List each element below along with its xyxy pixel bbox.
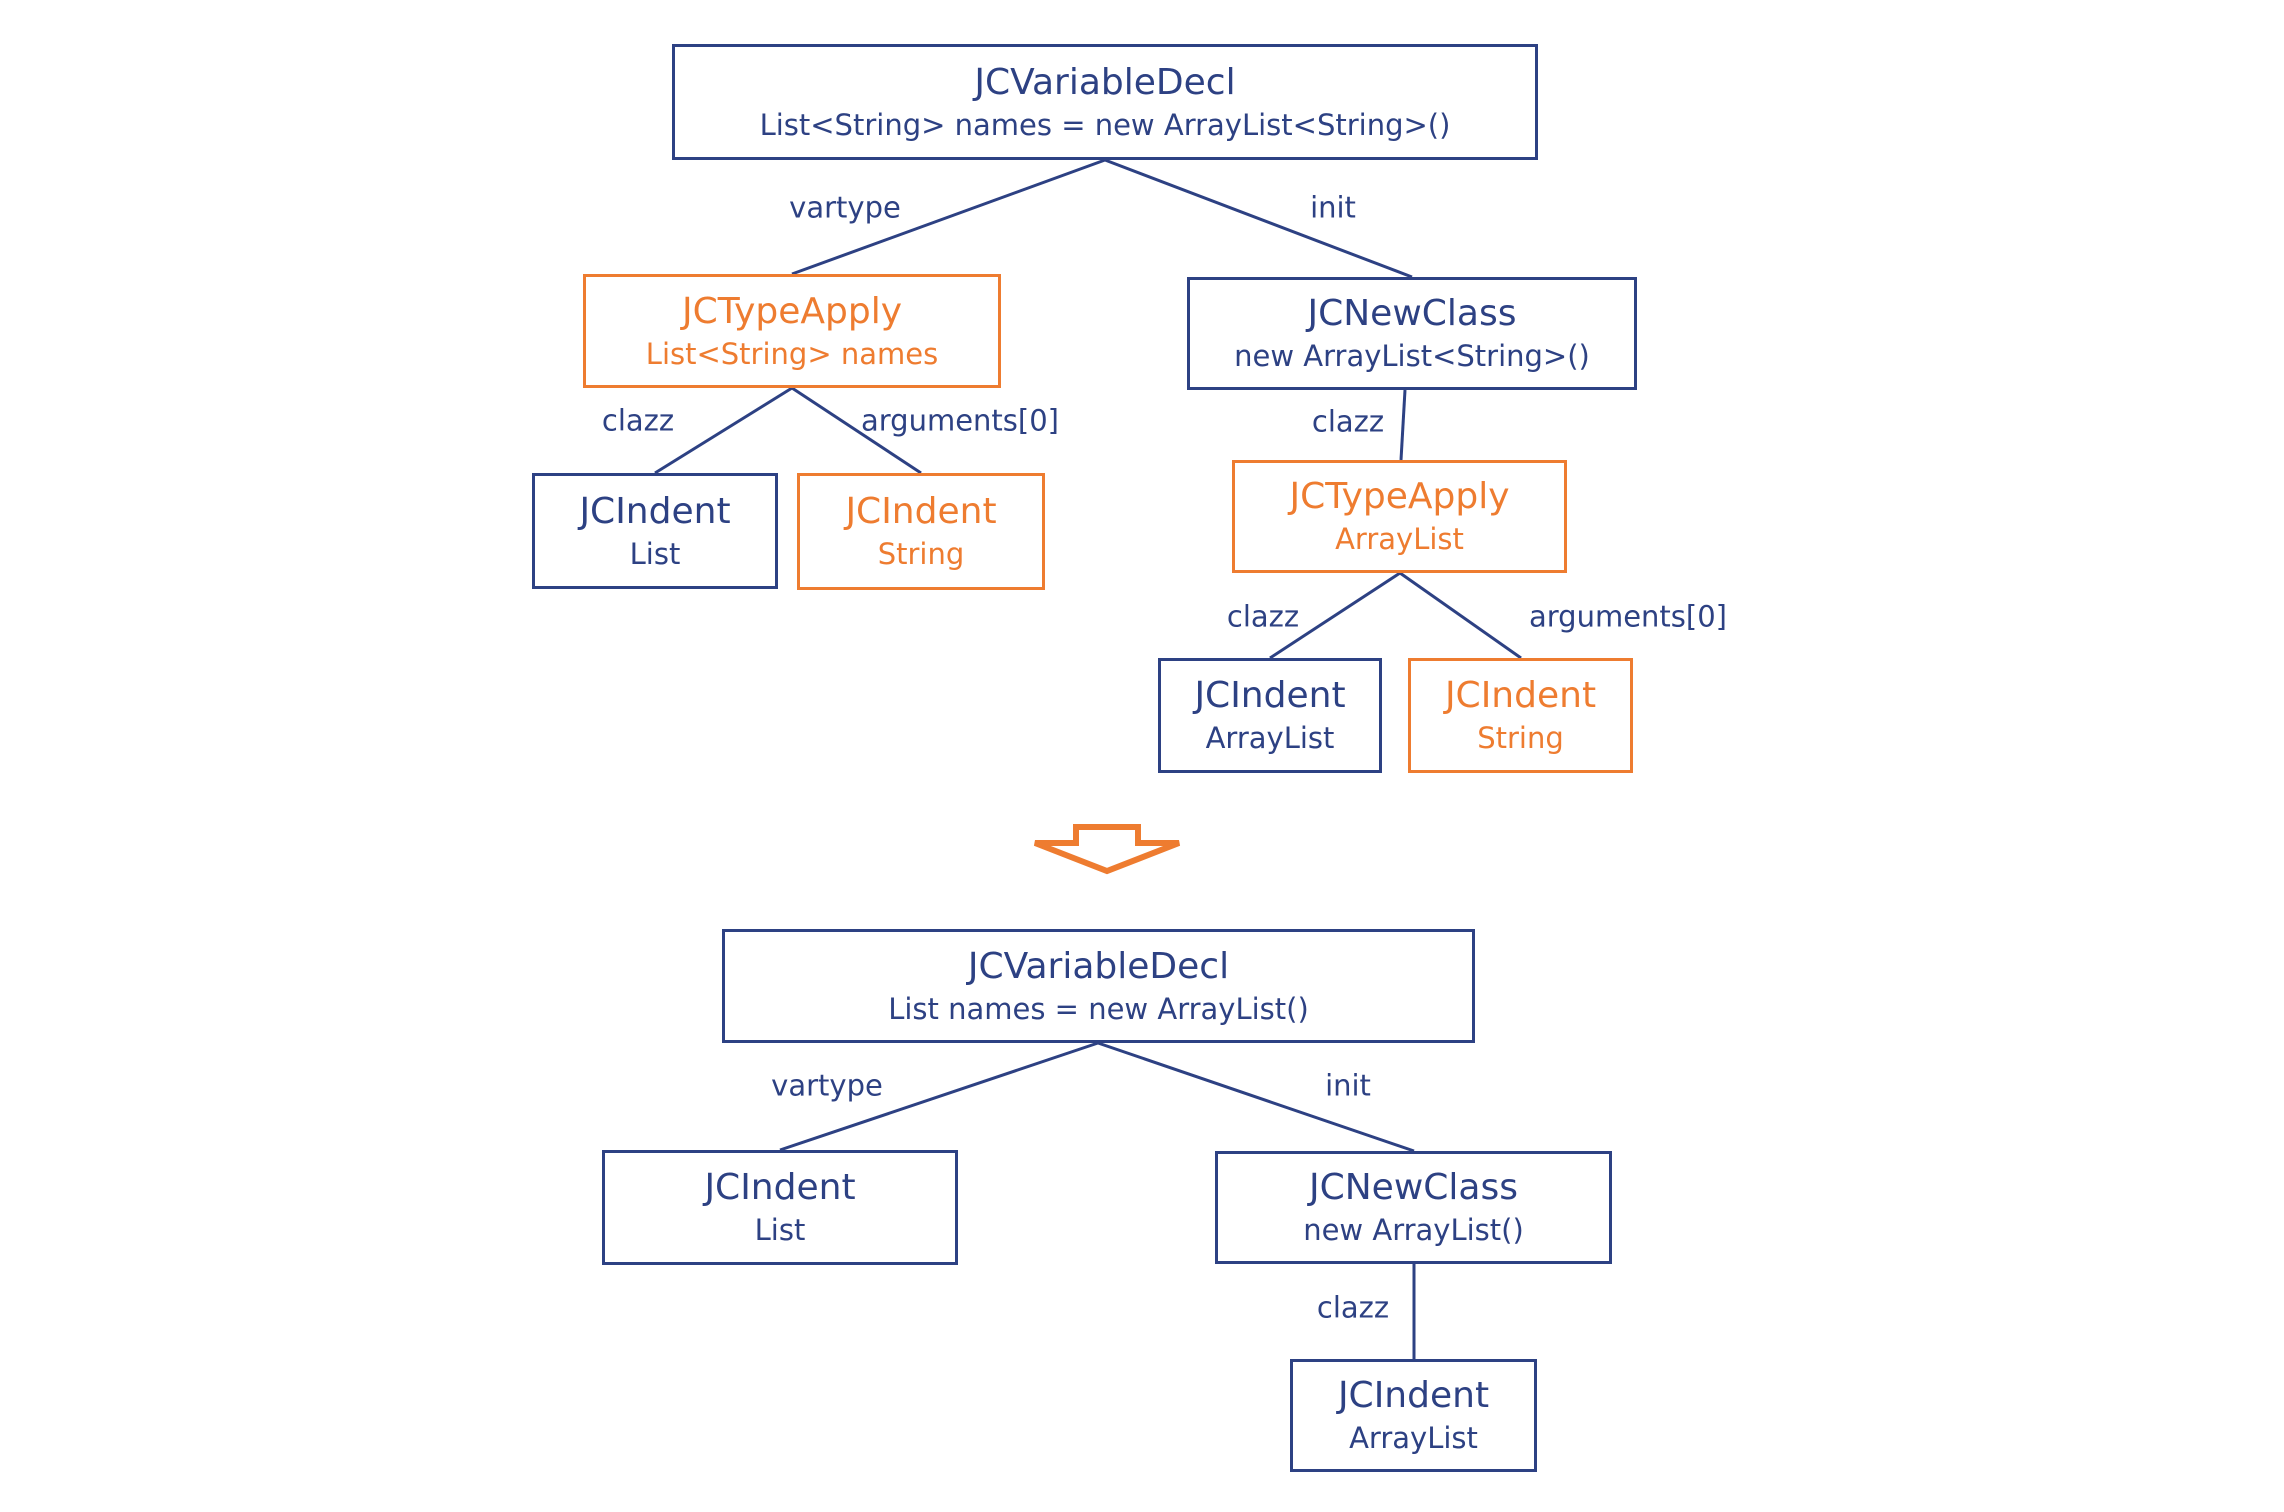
edge-label-vartype: vartype <box>789 190 901 225</box>
edge-label-arguments-left: arguments[0] <box>860 403 1060 438</box>
node-title: JCIndent <box>704 1167 856 1208</box>
node-jcindent-string-left: JCIndent String <box>797 473 1045 590</box>
node-subtitle: List <box>629 536 681 571</box>
edge-label-clazz-left: clazz <box>601 403 675 438</box>
node-subtitle: ArrayList <box>1349 1421 1478 1455</box>
node-subtitle: List <box>754 1213 806 1247</box>
node-subtitle: List<String> names <box>645 336 939 371</box>
node-subtitle: List<String> names = new ArrayList<Strin… <box>759 107 1451 142</box>
node-jcindent-arraylist-after: JCIndent ArrayList <box>1290 1359 1537 1472</box>
edge-line-init <box>1104 158 1413 279</box>
down-arrow-icon <box>1033 824 1181 875</box>
node-title: JCVariableDecl <box>974 61 1236 103</box>
node-title: JCNewClass <box>1309 1167 1518 1208</box>
node-title: JCTypeApply <box>681 290 903 332</box>
node-title: JCVariableDecl <box>967 945 1230 987</box>
node-jcvariabledecl-before: JCVariableDecl List<String> names = new … <box>672 44 1538 160</box>
edge-line-vartype <box>791 158 1106 276</box>
node-jcindent-arraylist-before: JCIndent ArrayList <box>1158 658 1382 773</box>
node-jcindent-list-after: JCIndent List <box>602 1150 958 1265</box>
edge-label-init-after: init <box>1325 1068 1371 1103</box>
edge-line-arguments-left <box>791 386 922 475</box>
node-jcindent-string-right: JCIndent String <box>1408 658 1633 773</box>
node-jctypeapply-names: JCTypeApply List<String> names <box>583 274 1001 388</box>
edge-line-arguments-inner <box>1399 571 1522 660</box>
node-title: JCTypeApply <box>1289 476 1510 517</box>
node-subtitle: ArrayList <box>1335 522 1464 556</box>
edge-line-clazz-left <box>654 386 793 475</box>
node-subtitle: new ArrayList() <box>1303 1213 1524 1247</box>
node-subtitle: String <box>877 537 965 571</box>
edge-line-clazz-mid <box>1399 389 1407 461</box>
node-title: JCIndent <box>1444 675 1597 716</box>
node-jcvariabledecl-after: JCVariableDecl List names = new ArrayLis… <box>722 929 1475 1043</box>
edge-line-vartype-after <box>779 1041 1099 1152</box>
node-jctypeapply-arraylist: JCTypeApply ArrayList <box>1232 460 1567 573</box>
edge-label-clazz-inner: clazz <box>1226 599 1300 634</box>
node-title: JCNewClass <box>1307 293 1517 334</box>
node-jcindent-list-before: JCIndent List <box>532 473 778 589</box>
node-title: JCIndent <box>1194 675 1346 716</box>
node-title: JCIndent <box>579 490 731 532</box>
node-title: JCIndent <box>1337 1375 1490 1416</box>
edge-label-arguments-inner: arguments[0] <box>1528 599 1728 634</box>
node-subtitle: List names = new ArrayList() <box>888 991 1309 1026</box>
node-subtitle: String <box>1477 721 1564 755</box>
node-subtitle: ArrayList <box>1205 721 1335 755</box>
node-title: JCIndent <box>845 491 997 532</box>
edge-label-clazz-after: clazz <box>1316 1290 1390 1325</box>
node-jcnewclass-before: JCNewClass new ArrayList<String>() <box>1187 277 1637 390</box>
edge-label-vartype-after: vartype <box>771 1068 883 1103</box>
edge-label-init: init <box>1310 190 1356 225</box>
edge-label-clazz-mid: clazz <box>1311 404 1385 439</box>
node-jcnewclass-after: JCNewClass new ArrayList() <box>1215 1151 1612 1264</box>
edge-line-clazz-inner <box>1269 571 1401 660</box>
node-subtitle: new ArrayList<String>() <box>1234 339 1590 373</box>
edge-line-init-after <box>1097 1041 1415 1153</box>
